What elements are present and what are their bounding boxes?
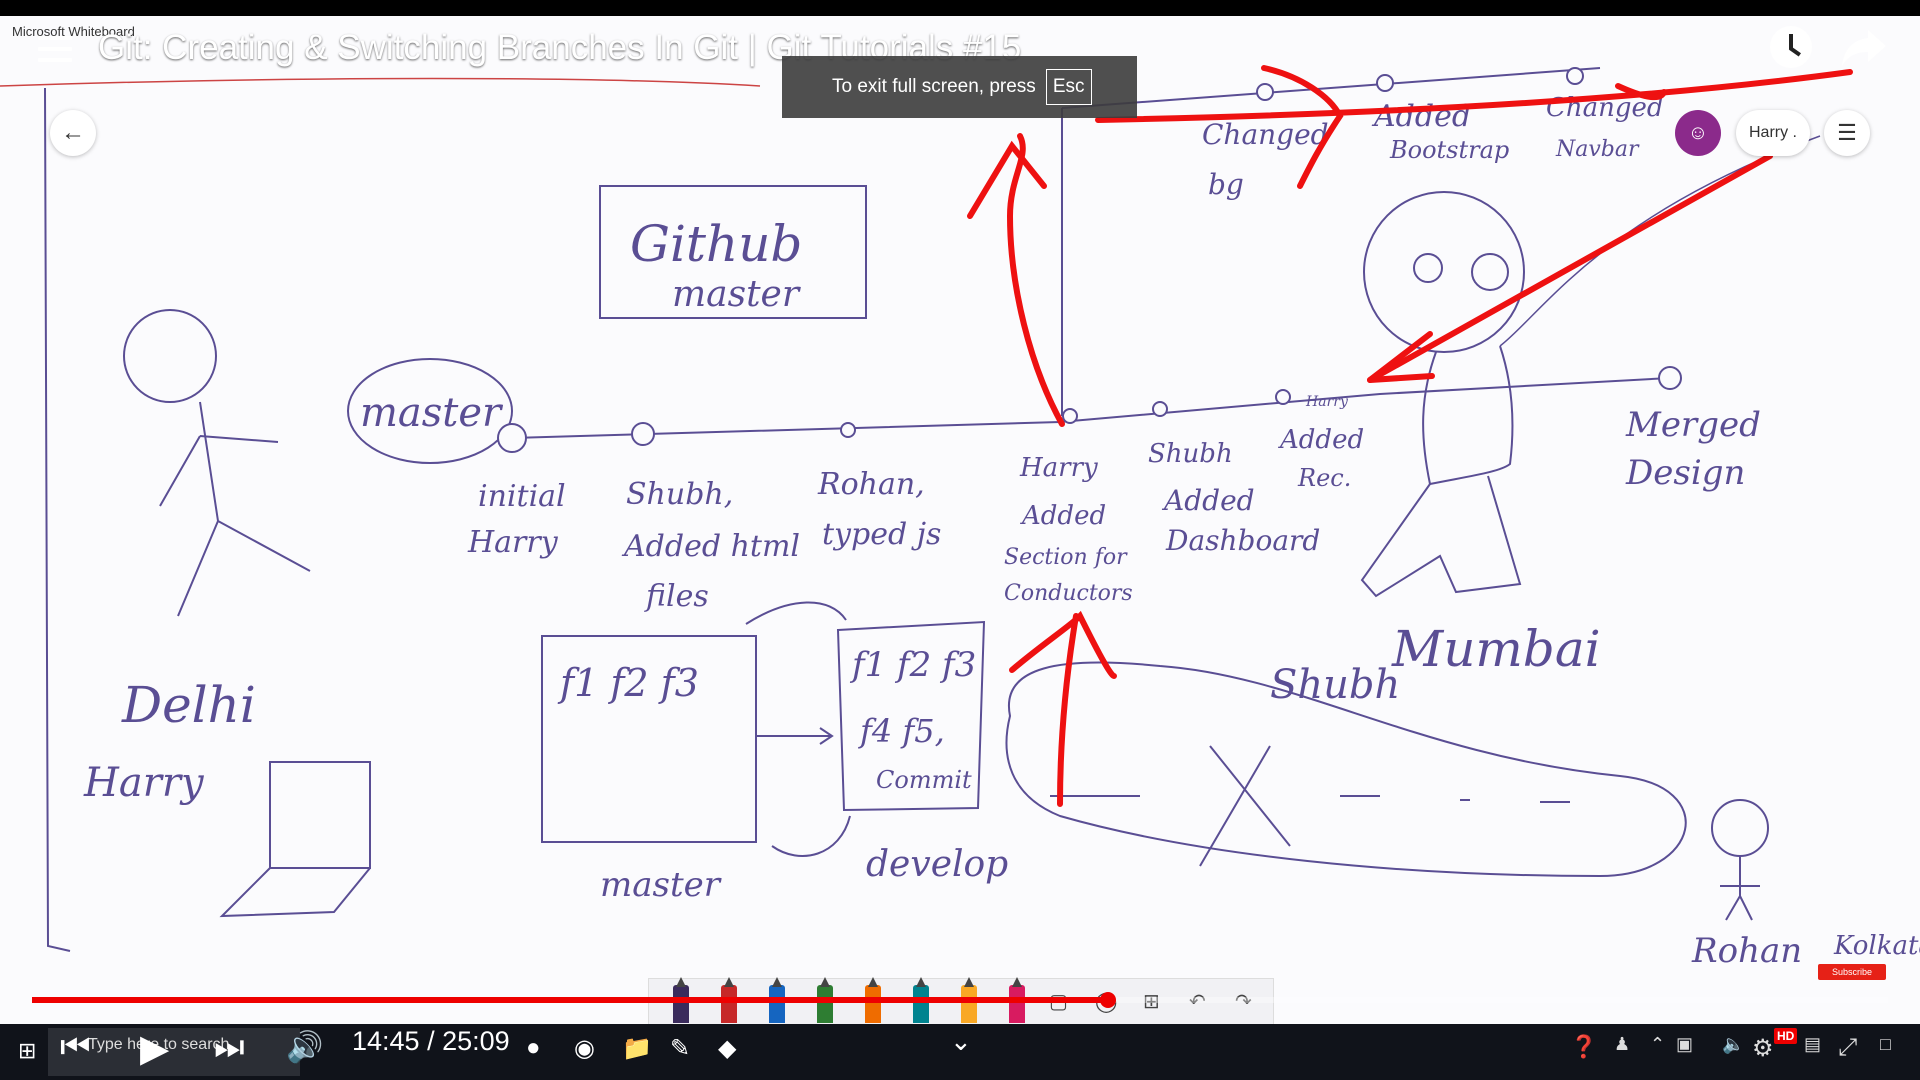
captions-icon[interactable]: ▣ <box>1676 1034 1694 1054</box>
esc-key-badge: Esc <box>1045 69 1092 105</box>
commit-merged-2: Design <box>1625 453 1745 493</box>
notifications-icon[interactable]: □ <box>1880 1034 1891 1054</box>
chrome-alt-icon[interactable]: ◉ <box>574 1035 595 1062</box>
develop-box-label: develop <box>866 844 1008 885</box>
user-avatar[interactable]: ☺ <box>1675 110 1721 156</box>
ruler-icon[interactable]: ⊞ <box>1143 991 1160 1013</box>
commit-harry-2: Added <box>1020 501 1106 531</box>
settings-gear-icon[interactable]: ⚙ <box>1752 1035 1774 1062</box>
play-icon[interactable]: ▶ <box>140 1028 170 1070</box>
progress-knob[interactable] <box>1100 992 1117 1008</box>
user-name-button[interactable]: Harry . <box>1736 110 1810 156</box>
exit-fullscreen-icon[interactable]: ⤢ <box>1838 1034 1858 1061</box>
develop-box-line3: Commit <box>876 766 972 794</box>
file-explorer-icon[interactable]: 📁 <box>622 1035 652 1062</box>
pen-purple[interactable] <box>673 977 689 1023</box>
whiteboard-app-title: Microsoft Whiteboard <box>12 24 135 39</box>
progress-bar[interactable] <box>32 992 1888 1008</box>
windows-start-icon[interactable]: ⊞ <box>18 1038 37 1063</box>
commit-initial-2: Harry <box>467 525 559 560</box>
hamburger-icon: ☰ <box>1837 120 1857 145</box>
commit-harry-1: Harry <box>1019 453 1098 483</box>
subscribe-button[interactable]: Subscribe <box>1818 964 1886 980</box>
github-text: Github <box>630 215 802 273</box>
commit-harry-4: Conductors <box>1004 581 1133 606</box>
place-delhi: Delhi <box>121 676 256 734</box>
master-box-files: f1 f2 f3 <box>557 661 699 705</box>
commit-shubh-2: Added html <box>621 529 800 564</box>
pen-orange[interactable] <box>865 977 881 1023</box>
volume-icon[interactable]: 🔊 <box>286 1031 324 1064</box>
commit-rohan-2: typed js <box>822 517 941 552</box>
time-current: 14:45 <box>352 1026 420 1056</box>
github-master-text: master <box>672 274 801 315</box>
speaker-tray-icon[interactable]: 🔈 <box>1722 1034 1745 1054</box>
commit-harry-3: Section for <box>1004 545 1128 570</box>
commit-top-1b: bg <box>1208 168 1244 201</box>
whiteboard-menu-button[interactable]: ☰ <box>1824 110 1870 156</box>
place-kolkata: Kolkata <box>1833 931 1920 961</box>
person-rohan: Rohan <box>1691 931 1802 971</box>
progress-fill <box>32 997 1109 1003</box>
help-icon[interactable]: ❓ <box>1570 1034 1598 1059</box>
back-button[interactable]: ← <box>50 110 96 156</box>
whiteboard-taskbar-icon[interactable]: ✎ <box>670 1035 691 1062</box>
time-separator: / <box>427 1026 435 1056</box>
person-shubh: Shubh <box>1270 662 1400 708</box>
develop-box-line2: f4 f5, <box>858 712 945 750</box>
watch-later-icon[interactable] <box>1770 26 1812 68</box>
fullscreen-toast-text: To exit full screen, press <box>832 76 1036 97</box>
pen-teal[interactable] <box>913 977 929 1023</box>
commit-initial-1: initial <box>478 479 566 514</box>
taskbar-search-text: Type here to search <box>88 1036 230 1053</box>
commit-shubh-1: Shubh, <box>626 477 733 512</box>
arrow-left-icon: ← <box>61 119 85 146</box>
commit-top-3b: Navbar <box>1555 137 1640 162</box>
commit-rec-1: Harry <box>1305 394 1349 410</box>
chevron-down-icon[interactable]: ⌄ <box>950 1026 972 1056</box>
pen-blue[interactable] <box>769 977 785 1023</box>
vscode-icon[interactable]: ◆ <box>718 1035 737 1062</box>
develop-box-line1: f1 f2 f3 <box>849 645 976 685</box>
chrome-icon[interactable]: ● <box>526 1034 541 1061</box>
time-total: 25:09 <box>442 1026 510 1056</box>
people-icon[interactable]: ♟ <box>1614 1034 1631 1054</box>
commit-rec-2: Added <box>1278 425 1364 455</box>
taskbar-search-box[interactable] <box>48 1028 300 1076</box>
hd-badge: HD <box>1774 1028 1798 1044</box>
commit-shubh-3: files <box>644 579 709 614</box>
taskbar <box>0 1024 1920 1080</box>
whiteboard-canvas[interactable]: Github master master initial Harry Shubh… <box>0 16 1920 1024</box>
master-box-label: master <box>600 865 722 905</box>
highlighter-pink[interactable] <box>1009 977 1025 1023</box>
commit-top-2b: Bootstrap <box>1389 136 1509 164</box>
fullscreen-toast: To exit full screen, press Esc <box>782 56 1137 118</box>
playlist-menu-icon[interactable] <box>38 36 72 66</box>
commit-rec-3: Rec. <box>1297 464 1351 492</box>
undo-icon[interactable]: ↶ <box>1189 991 1206 1013</box>
pen-red[interactable] <box>721 977 737 1023</box>
pen-toolbar: ▢ ◯ ⊞ ↶ ↷ <box>648 977 1274 1030</box>
pen-green[interactable] <box>817 977 833 1023</box>
master-oval-text: master <box>360 390 504 436</box>
person-icon: ☺ <box>1687 121 1709 144</box>
commit-dashboard-1: Shubh <box>1148 439 1233 469</box>
commit-dashboard-3: Dashboard <box>1165 524 1320 557</box>
commit-merged-1: Merged <box>1625 405 1761 445</box>
whiteboard-drawing: Github master master initial Harry Shubh… <box>0 65 1920 971</box>
highlighter-yellow[interactable] <box>961 977 977 1023</box>
time-display: 14:45 / 25:09 <box>352 1026 510 1057</box>
previous-icon[interactable]: ⏮ <box>60 1028 91 1066</box>
next-icon[interactable]: ⏭ <box>214 1028 245 1066</box>
share-icon[interactable] <box>1840 26 1888 68</box>
theater-mode-icon[interactable]: ▤ <box>1804 1034 1822 1054</box>
commit-top-1a: Changed <box>1202 118 1329 151</box>
commit-dashboard-2: Added <box>1161 484 1255 517</box>
tray-chevron-icon[interactable]: ⌃ <box>1650 1034 1666 1054</box>
redo-icon[interactable]: ↷ <box>1235 991 1252 1013</box>
place-mumbai: Mumbai <box>1391 620 1601 678</box>
person-harry: Harry <box>83 760 205 806</box>
commit-rohan-1: Rohan, <box>817 467 925 502</box>
